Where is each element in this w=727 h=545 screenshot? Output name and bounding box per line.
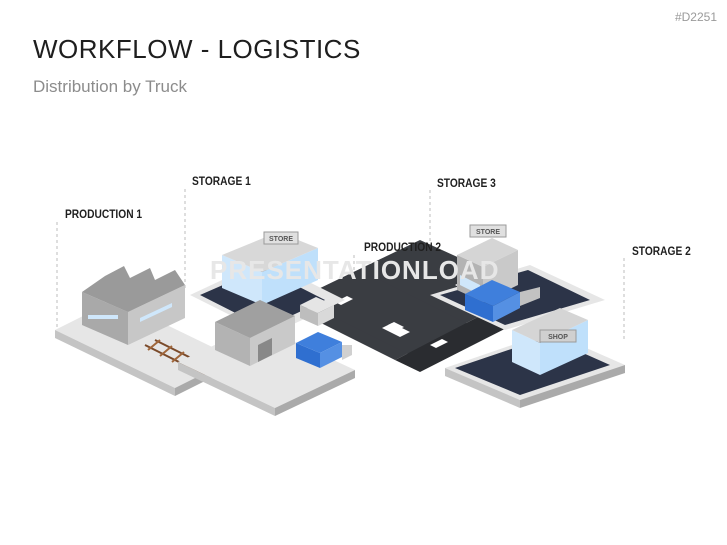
label-production-1: PRODUCTION 1 (65, 207, 143, 221)
watermark: PRESENTATIONLOAD (210, 255, 500, 285)
delivery-van (300, 297, 334, 326)
warehouse-site (178, 300, 355, 416)
label-storage-3: STORAGE 3 (437, 176, 496, 190)
storage-3-site: STORE (430, 224, 605, 330)
store-sign-left: STORE (269, 236, 293, 243)
label-storage-2: STORAGE 2 (632, 244, 691, 258)
truck-blue-2 (465, 294, 493, 322)
shop-sign: SHOP (548, 334, 568, 341)
page-subtitle: Distribution by Truck (33, 77, 187, 96)
road-cross (300, 270, 480, 360)
store-sign-right: STORE (476, 229, 500, 236)
storage-2-site: SHOP (445, 308, 625, 408)
page-title: WORKFLOW - LOGISTICS (33, 34, 361, 64)
slide-id: #D2251 (674, 10, 717, 24)
label-storage-1: STORAGE 1 (192, 174, 251, 188)
label-production-2: PRODUCTION 2 (364, 240, 442, 254)
truck-blue-1 (296, 343, 320, 368)
